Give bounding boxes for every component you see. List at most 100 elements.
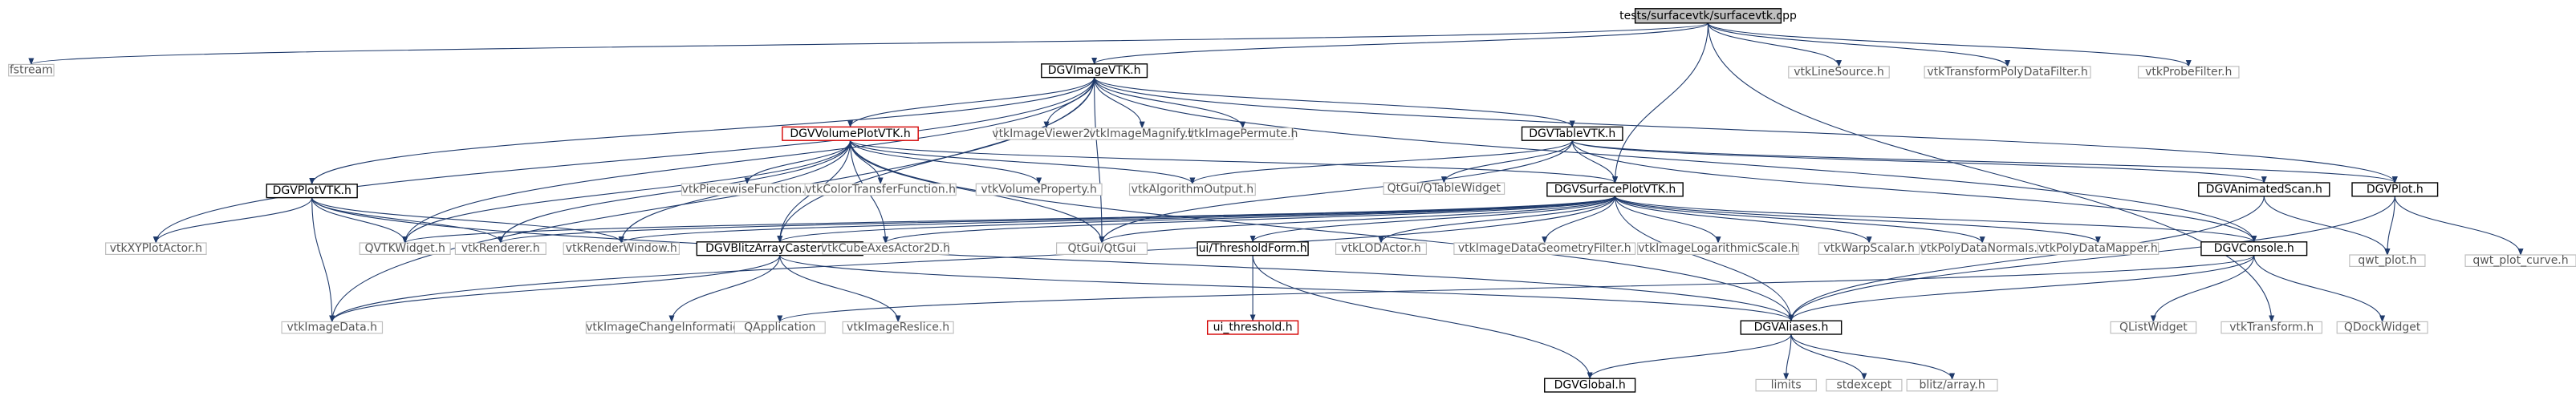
edge-dgvsurfaceplotvtk-to-vtkwarpscalar — [1614, 196, 1872, 244]
node-box — [1453, 242, 1636, 255]
node-box — [266, 184, 358, 199]
node-dgvconsole[interactable]: DGVConsole.h — [2200, 241, 2308, 257]
node-label: DGVAliases.h — [1754, 321, 1829, 334]
node-box — [1521, 126, 1623, 141]
edge-dgvsurfaceplotvtk-to-vtkpolydatamapper — [1614, 196, 2101, 244]
node-dgvplot[interactable]: DGVPlot.h — [2351, 182, 2439, 197]
node-root[interactable]: tests/surfacevtk/surfacevtk.cpp — [1619, 8, 1797, 24]
node-label: qwt_plot_curve.h — [2472, 254, 2568, 267]
node-vtkalgorithmoutput: vtkAlgorithmOutput.h — [1128, 183, 1256, 196]
node-dgvtablevtk[interactable]: DGVTableVTK.h — [1521, 126, 1623, 141]
node-box — [1206, 320, 1299, 335]
edge-dgvblitzarraycastervtk-to-vtkimagechangeinformation — [668, 255, 781, 323]
node-label: vtkRenderWindow.h — [566, 242, 677, 255]
node-qtgui_qtgui: QtGui/QtGui — [1056, 242, 1148, 255]
node-box — [1544, 378, 1636, 393]
node-label: vtkImageData.h — [287, 321, 377, 334]
node-label: vtkImageDataGeometryFilter.h — [1458, 242, 1631, 255]
node-qlistwidget: QListWidget — [2110, 321, 2197, 334]
node-vtkprobefilter: vtkProbeFilter.h — [2137, 66, 2240, 79]
node-dgvglobal[interactable]: DGVGlobal.h — [1544, 378, 1636, 393]
dependency-edges — [29, 22, 2524, 381]
node-label: QDockWidget — [2344, 321, 2421, 334]
node-dgvplotvtk[interactable]: DGVPlotVTK.h — [266, 184, 358, 199]
node-label: ui_threshold.h — [1213, 321, 1293, 334]
edge-dgvsurfaceplotvtk-to-vtkpolydatanormals — [1614, 196, 1985, 244]
edge-dgvblitzarraycastervtk-to-dgvaliases — [779, 255, 1794, 322]
node-qwt_plot: qwt_plot.h — [2349, 254, 2426, 267]
node-label: vtkLineSource.h — [1794, 66, 1883, 79]
node-box — [1192, 127, 1294, 140]
edge-dgvimagevtk-to-qtgui_qtgui — [1094, 77, 1105, 244]
edge-dgvplotvtk-to-vtkrenderwindow — [311, 197, 624, 244]
node-vtkwarpscalar: vtkWarpScalar.h — [1818, 242, 1920, 255]
edge-dgvblitzarraycastervtk-to-vtkimagereslice — [779, 255, 901, 323]
node-box — [1128, 183, 1256, 196]
edge-dgvvolumeplotvtk-to-vtkvolumeproperty — [850, 140, 1042, 185]
edge-dgvplot-to-qwt_plot — [2384, 196, 2395, 256]
edge-dgvsurfaceplotvtk-to-vtkrenderwindow — [619, 196, 1616, 244]
node-box — [2137, 66, 2240, 79]
node-label: QtGui/QTableWidget — [1388, 182, 1501, 195]
node-box — [1056, 242, 1148, 255]
node-vtklodactor: vtkLODActor.h — [1335, 242, 1428, 255]
node-dgvblitzarraycastervtk[interactable]: DGVBlitzArrayCasterVTK.h — [696, 241, 863, 257]
node-dgvimagevtk[interactable]: DGVImageVTK.h — [1041, 63, 1148, 79]
edge-root-to-fstream — [29, 22, 1709, 66]
node-box — [1906, 378, 1998, 392]
node-box — [822, 242, 949, 255]
edge-dgvtablevtk-to-dgvsurfaceplotvtk — [1571, 140, 1619, 184]
edge-dgvaliases-to-limits — [1783, 333, 1792, 381]
edge-dgvimagevtk-to-vtkxyplotactor — [152, 77, 1095, 244]
node-label: DGVPlotVTK.h — [273, 184, 351, 197]
node-label: vtkXYPlotActor.h — [110, 242, 202, 255]
edge-dgvimagevtk-to-dgvvolumeplotvtk — [847, 77, 1095, 128]
edge-dgvsurfaceplotvtk-to-ui_thresholdform — [1249, 196, 1616, 243]
node-box — [1335, 242, 1428, 255]
node-ui_thresholdform[interactable]: ui/ThresholdForm.h — [1197, 241, 1309, 257]
edge-dgvsurfaceplotvtk-to-qvtkwidget — [402, 196, 1616, 244]
node-label: DGVTableVTK.h — [1529, 127, 1615, 140]
edge-dgvsurfaceplotvtk-to-vtkcubeaxesactor2d — [883, 196, 1616, 244]
node-vtkimageviewer2: vtkImageViewer2.h — [992, 127, 1101, 140]
node-qtgui_qtablewidget: QtGui/QTableWidget — [1383, 182, 1505, 195]
node-label: fstream — [10, 64, 53, 77]
edge-dgvtablevtk-to-dgvplot — [1571, 139, 2398, 184]
node-box — [2336, 321, 2428, 334]
node-vtkpiecewisefunction: vtkPiecewiseFunction.h — [681, 183, 814, 196]
edge-dgvimagevtk-to-vtkimagedata — [329, 77, 1095, 323]
node-vtktransform: vtkTransform.h — [2220, 321, 2322, 334]
node-label: vtkLODActor.h — [1341, 242, 1421, 255]
node-box — [1041, 63, 1148, 79]
edge-dgvvolumeplotvtk-to-vtkpiecewisefunction — [744, 140, 851, 185]
node-box — [842, 321, 954, 334]
node-label: tests/surfacevtk/surfacevtk.cpp — [1619, 10, 1797, 22]
node-box — [2037, 242, 2160, 255]
node-label: vtkTransformPolyDataFilter.h — [1927, 66, 2087, 79]
edge-dgvimagevtk-to-dgvtablevtk — [1094, 77, 1575, 128]
node-label: vtkImagePermute.h — [1188, 127, 1298, 140]
node-vtklinesource: vtkLineSource.h — [1788, 66, 1890, 79]
node-box — [454, 242, 546, 255]
node-box — [8, 63, 55, 77]
node-label: vtkPolyDataNormals.h — [1920, 242, 2045, 255]
node-dgvvolumeplotvtk[interactable]: DGVVolumePlotVTK.h — [782, 126, 919, 141]
node-label: vtkVolumeProperty.h — [981, 183, 1097, 196]
node-dgvaliases[interactable]: DGVAliases.h — [1740, 320, 1843, 335]
node-ui_threshold[interactable]: ui_threshold.h — [1206, 320, 1299, 335]
node-box — [1755, 378, 1817, 392]
node-vtkimagelogarithmicscale: vtkImageLogarithmicScale.h — [1637, 242, 1799, 255]
edge-ui_thresholdform-to-dgvglobal — [1252, 255, 1593, 380]
edge-dgvaliases-to-blitz_array — [1790, 333, 1956, 381]
edge-dgvimagevtk-to-dgvconsole — [1094, 77, 2257, 243]
node-label: DGVSurfacePlotVTK.h — [1554, 183, 1676, 196]
edge-root-to-dgvimagevtk — [1091, 22, 1709, 65]
edge-dgvtablevtk-to-dgvconsole — [1571, 140, 2257, 243]
node-dgvanimatedscan[interactable]: DGVAnimatedScan.h — [2198, 182, 2330, 197]
node-box — [1546, 182, 1684, 197]
node-box — [2220, 321, 2322, 334]
node-dgvsurfaceplotvtk[interactable]: DGVSurfacePlotVTK.h — [1546, 182, 1684, 197]
node-box — [1924, 66, 2091, 79]
node-vtkpolydatanormals: vtkPolyDataNormals.h — [1920, 242, 2045, 255]
